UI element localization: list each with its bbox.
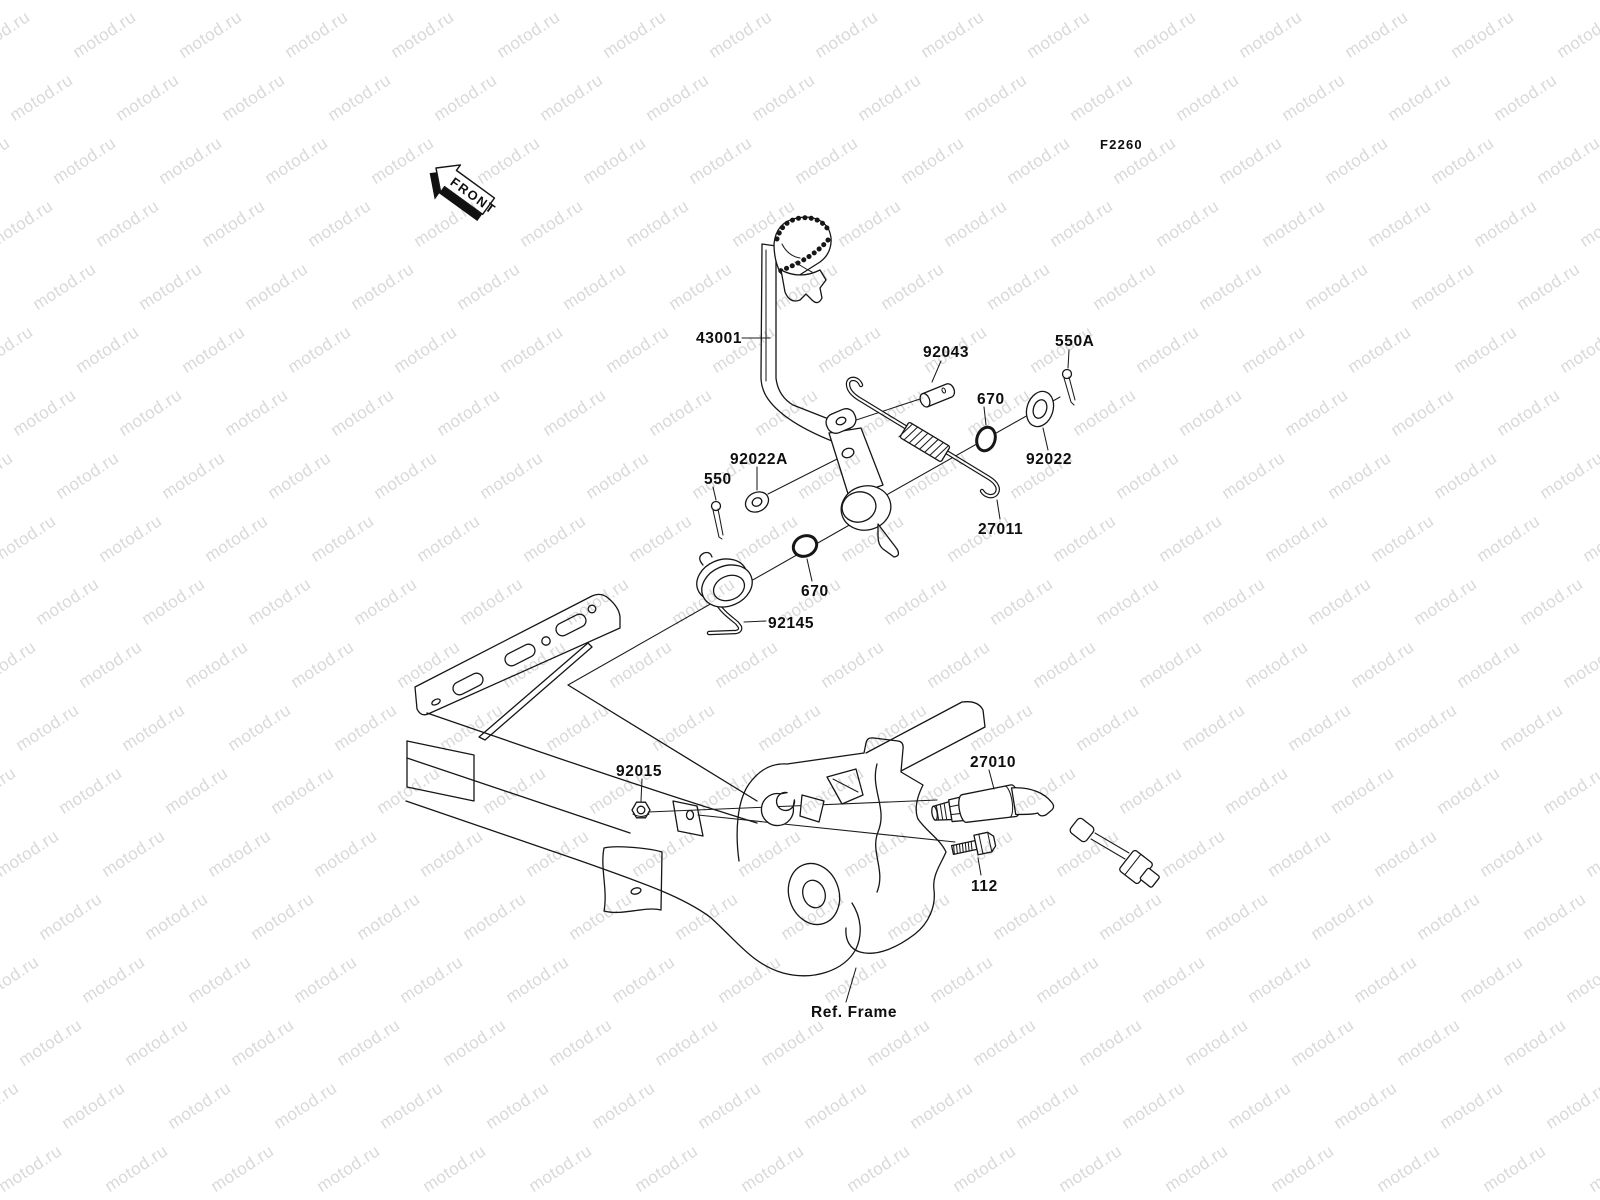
part-label-112: 112 [971,878,998,895]
brake-pedal [760,215,900,558]
part-label-27010: 27010 [970,754,1016,771]
part-labels: 43001 92043 550A 670 92022 92022A 550 27… [616,330,1094,1021]
part-label-92015: 92015 [616,763,662,780]
hex-bolt [950,831,997,856]
part-label-92022: 92022 [1026,451,1072,468]
pedal-crank [825,408,900,558]
cotter-pin-550 [710,500,724,540]
switch-bracket-clip [760,768,864,827]
wiring-connector [1069,817,1160,888]
part-label-92043: 92043 [923,344,969,361]
front-arrow: FRONT [429,164,499,222]
o-ring-right [975,425,997,453]
leader-lines [640,337,1070,1003]
part-label-670-left: 670 [801,583,829,600]
return-spring [696,551,753,636]
part-label-550: 550 [704,471,732,488]
part-label-92022A: 92022A [730,451,788,468]
rod-spring [898,422,951,462]
clevis-pin [919,383,956,408]
flange-nut [631,801,651,819]
brake-light-switch [931,784,1055,823]
drawing-code: F2260 [1100,137,1143,152]
part-label-670-right: 670 [977,391,1005,408]
o-ring-left [791,534,819,558]
part-label-550A: 550A [1055,333,1094,350]
part-label-ref-frame: Ref. Frame [811,1004,897,1021]
pedal-foot-pad [773,215,832,304]
brake-rod [845,376,1000,499]
cotter-pin-550a [1061,368,1076,406]
frame-drawing [405,593,986,977]
part-label-27011: 27011 [978,521,1023,538]
washer-92022 [1025,390,1055,428]
part-label-92145: 92145 [768,615,814,632]
washer-92022a [744,491,770,513]
part-label-43001: 43001 [696,330,742,347]
